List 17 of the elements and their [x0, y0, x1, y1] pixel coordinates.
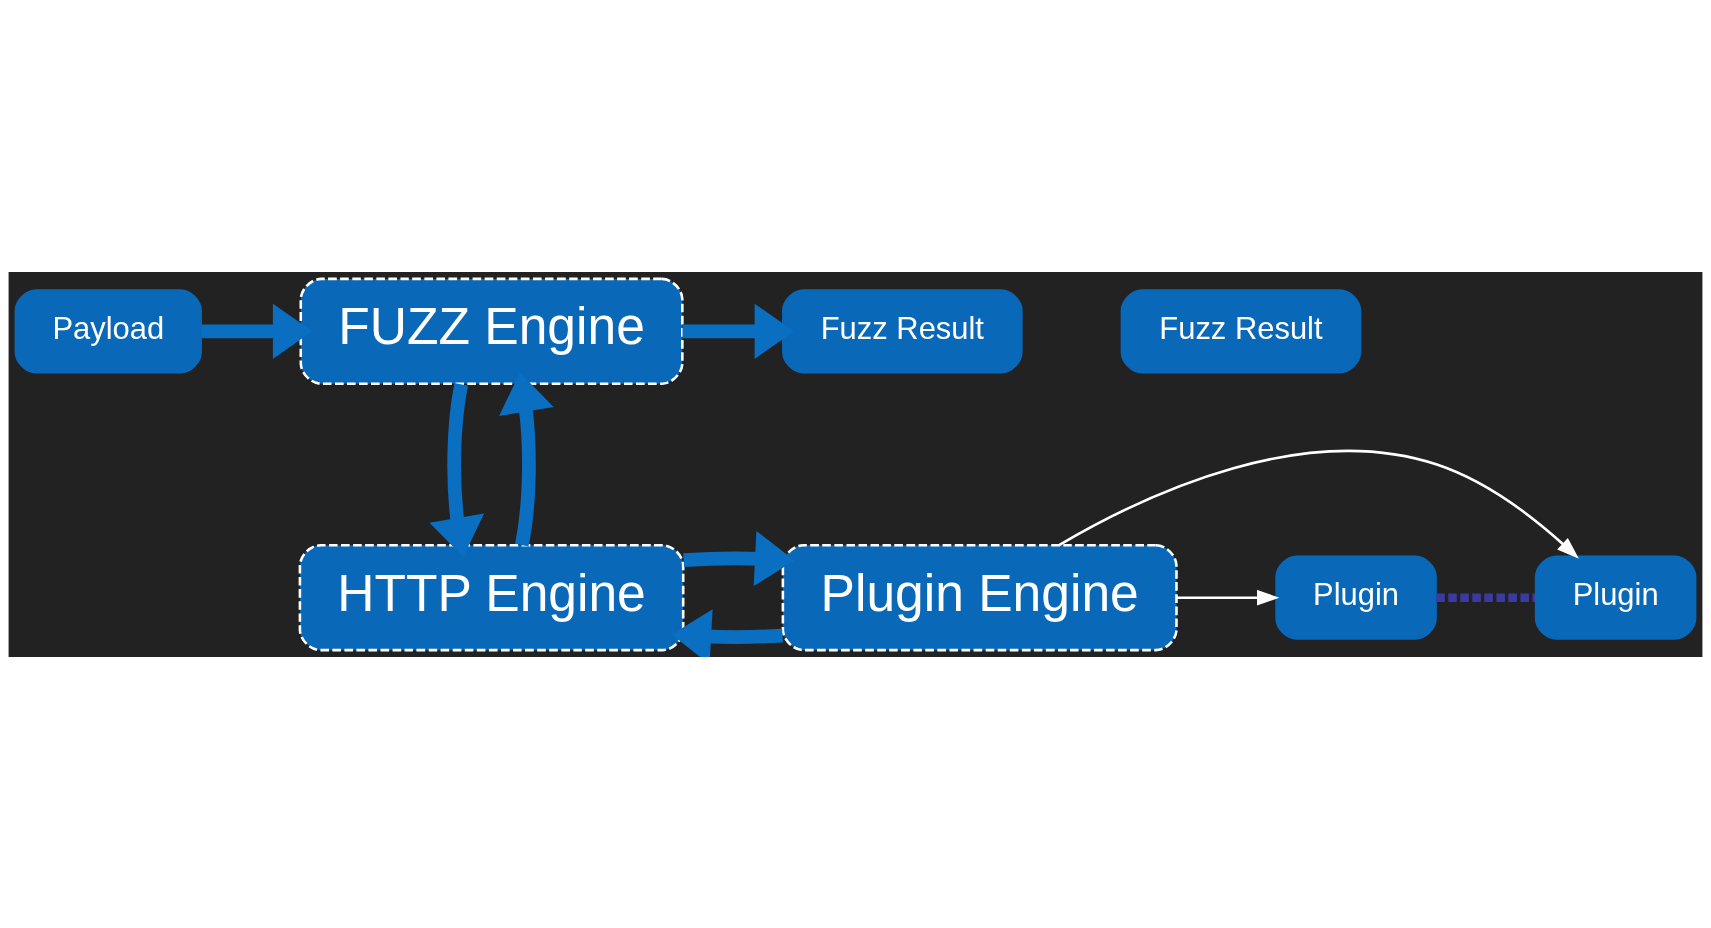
arrow — [201, 303, 313, 359]
arrow — [1058, 449, 1579, 559]
arrow — [499, 372, 554, 546]
node-box: HTTP Engine — [298, 543, 685, 651]
node-box: Plugin — [1534, 555, 1697, 640]
arrow — [429, 382, 485, 557]
node-box: Plugin Engine — [781, 543, 1178, 651]
node-box: FUZZ Engine — [299, 277, 684, 385]
arrow — [1176, 589, 1280, 606]
arrow — [683, 530, 795, 586]
node-box: Plugin — [1275, 555, 1437, 640]
arrow — [682, 303, 795, 359]
arrow — [671, 608, 783, 657]
connector — [1436, 592, 1535, 602]
node-box: Payload — [14, 288, 202, 373]
node-box: Fuzz Result — [782, 288, 1023, 373]
node-box: Fuzz Result — [1120, 288, 1362, 373]
